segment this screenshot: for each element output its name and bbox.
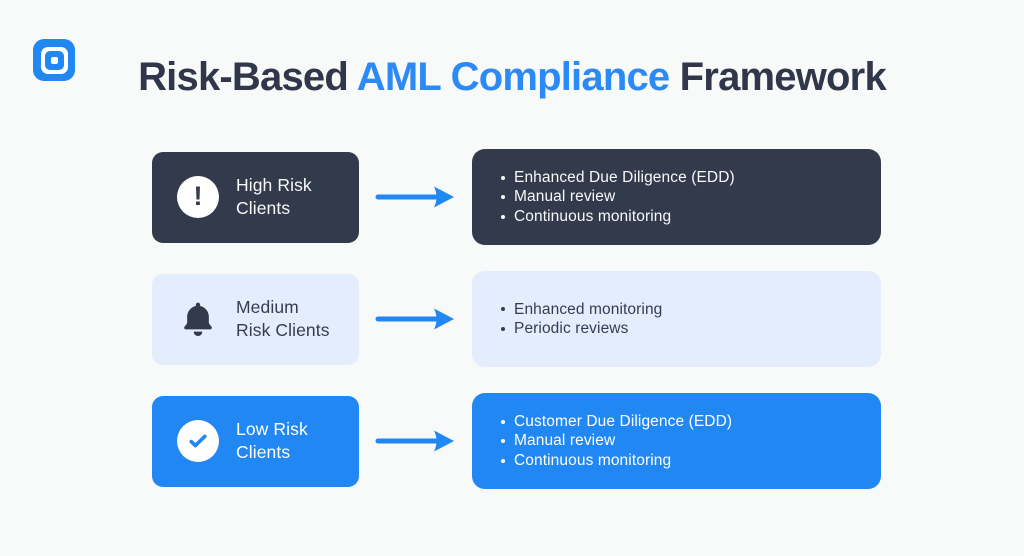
page-title: Risk-Based AML Compliance Framework [0, 55, 1024, 100]
exclamation-circle-icon: ! [177, 176, 219, 218]
list-item: Periodic reviews [501, 319, 869, 339]
risk-detail-card-low: Customer Due Diligence (EDD) Manual revi… [472, 393, 881, 489]
risk-label-card-high: ! High Risk Clients [152, 151, 359, 243]
arrow-zone [359, 393, 472, 489]
risk-label-low-line2: Clients [236, 442, 291, 462]
list-item: Manual review [501, 431, 869, 451]
risk-label-medium-line2: Risk Clients [236, 320, 330, 340]
risk-row-high: ! High Risk Clients Enhanced Due Diligen… [152, 149, 881, 245]
list-item: Enhanced Due Diligence (EDD) [501, 168, 869, 188]
square-logo-core [44, 50, 64, 70]
risk-detail-list-medium: Enhanced monitoring Periodic reviews [501, 300, 869, 339]
bell-icon-glyph [184, 302, 212, 336]
list-item: Continuous monitoring [501, 451, 869, 471]
risk-label-card-low: Low Risk Clients [152, 395, 359, 487]
list-item: Enhanced monitoring [501, 300, 869, 320]
check-icon-glyph [189, 434, 207, 448]
title-accent: AML Compliance [356, 55, 670, 99]
arrow-right-icon [375, 308, 454, 330]
risk-label-low: Low Risk Clients [236, 418, 308, 464]
square-logo-ring [40, 46, 68, 74]
exclamation-glyph: ! [193, 180, 203, 211]
square-logo-icon [33, 39, 75, 81]
risk-detail-list-low: Customer Due Diligence (EDD) Manual revi… [501, 412, 869, 471]
list-item: Manual review [501, 187, 869, 207]
risk-label-high-line1: High Risk [236, 175, 312, 195]
arrow-zone [359, 271, 472, 367]
risk-label-medium-line1: Medium [236, 297, 299, 317]
risk-row-medium: Medium Risk Clients Enhanced monitoring … [152, 271, 881, 367]
risk-detail-card-high: Enhanced Due Diligence (EDD) Manual revi… [472, 149, 881, 245]
bell-icon [177, 298, 219, 340]
risk-detail-card-medium: Enhanced monitoring Periodic reviews [472, 271, 881, 367]
arrow-zone [359, 149, 472, 245]
arrow-right-icon [375, 430, 454, 452]
title-prefix: Risk-Based [138, 55, 357, 99]
list-item: Customer Due Diligence (EDD) [501, 412, 869, 432]
risk-detail-list-high: Enhanced Due Diligence (EDD) Manual revi… [501, 168, 869, 227]
arrow-right-icon [375, 186, 454, 208]
check-circle-icon [177, 420, 219, 462]
title-suffix: Framework [669, 55, 887, 99]
risk-label-high-line2: Clients [236, 198, 291, 218]
risk-row-low: Low Risk Clients Customer Due Diligence … [152, 393, 881, 489]
risk-label-medium: Medium Risk Clients [236, 296, 330, 342]
list-item: Continuous monitoring [501, 207, 869, 227]
risk-label-high: High Risk Clients [236, 174, 312, 220]
square-logo-dot [50, 56, 58, 64]
risk-label-card-medium: Medium Risk Clients [152, 273, 359, 365]
risk-label-low-line1: Low Risk [236, 419, 308, 439]
